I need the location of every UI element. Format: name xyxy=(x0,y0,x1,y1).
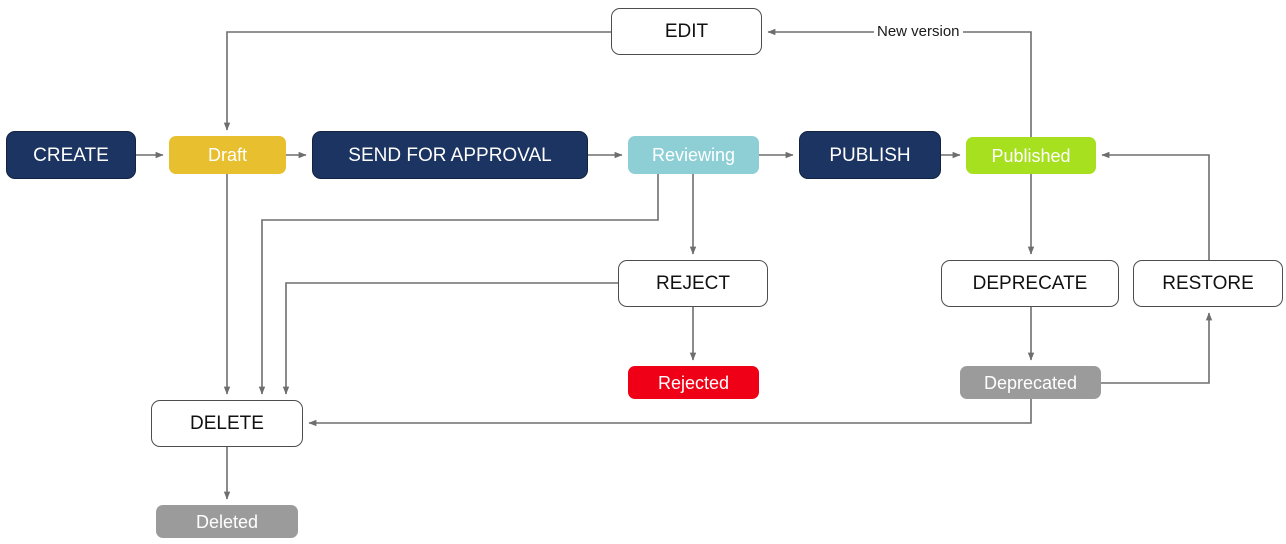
edge-reject-delete xyxy=(282,282,618,395)
node-edit-label: EDIT xyxy=(664,21,709,42)
node-restore[interactable]: RESTORE xyxy=(1133,260,1283,307)
node-delete[interactable]: DELETE xyxy=(151,400,303,447)
node-deprecated[interactable]: Deprecated xyxy=(960,366,1101,399)
edge-deprecated-delete xyxy=(308,399,1032,427)
node-deprecate[interactable]: DEPRECATE xyxy=(941,260,1119,307)
node-send-for-approval-label: SEND FOR APPROVAL xyxy=(348,144,552,166)
node-deleted-label: Deleted xyxy=(195,511,259,532)
node-create-label: CREATE xyxy=(33,144,109,166)
node-rejected-label: Rejected xyxy=(657,372,730,393)
node-create[interactable]: CREATE xyxy=(6,131,136,179)
node-reject[interactable]: REJECT xyxy=(618,260,768,307)
node-deprecated-label: Deprecated xyxy=(983,372,1078,393)
node-draft[interactable]: Draft xyxy=(169,136,286,174)
edge-restore-published xyxy=(1101,151,1210,260)
node-reviewing[interactable]: Reviewing xyxy=(628,136,759,174)
node-edit[interactable]: EDIT xyxy=(611,8,762,55)
node-deleted[interactable]: Deleted xyxy=(156,505,298,538)
node-deprecate-label: DEPRECATE xyxy=(972,273,1088,294)
node-reviewing-label: Reviewing xyxy=(651,145,736,165)
node-restore-label: RESTORE xyxy=(1162,273,1254,294)
node-publish-label: PUBLISH xyxy=(829,144,911,166)
edge-deprecated-restore xyxy=(1101,312,1213,384)
node-published[interactable]: Published xyxy=(966,137,1096,174)
node-rejected[interactable]: Rejected xyxy=(628,366,759,399)
node-send-for-approval[interactable]: SEND FOR APPROVAL xyxy=(312,131,588,179)
edge-reviewing-delete xyxy=(258,174,659,395)
node-reject-label: REJECT xyxy=(656,273,730,294)
node-delete-label: DELETE xyxy=(190,413,264,434)
edge-edit-draft xyxy=(223,31,611,131)
edge-label-new-version: New version xyxy=(874,23,963,40)
node-published-label: Published xyxy=(991,145,1071,166)
node-publish[interactable]: PUBLISH xyxy=(799,131,941,179)
node-draft-label: Draft xyxy=(207,145,247,165)
edge-published-edit xyxy=(767,28,1032,137)
